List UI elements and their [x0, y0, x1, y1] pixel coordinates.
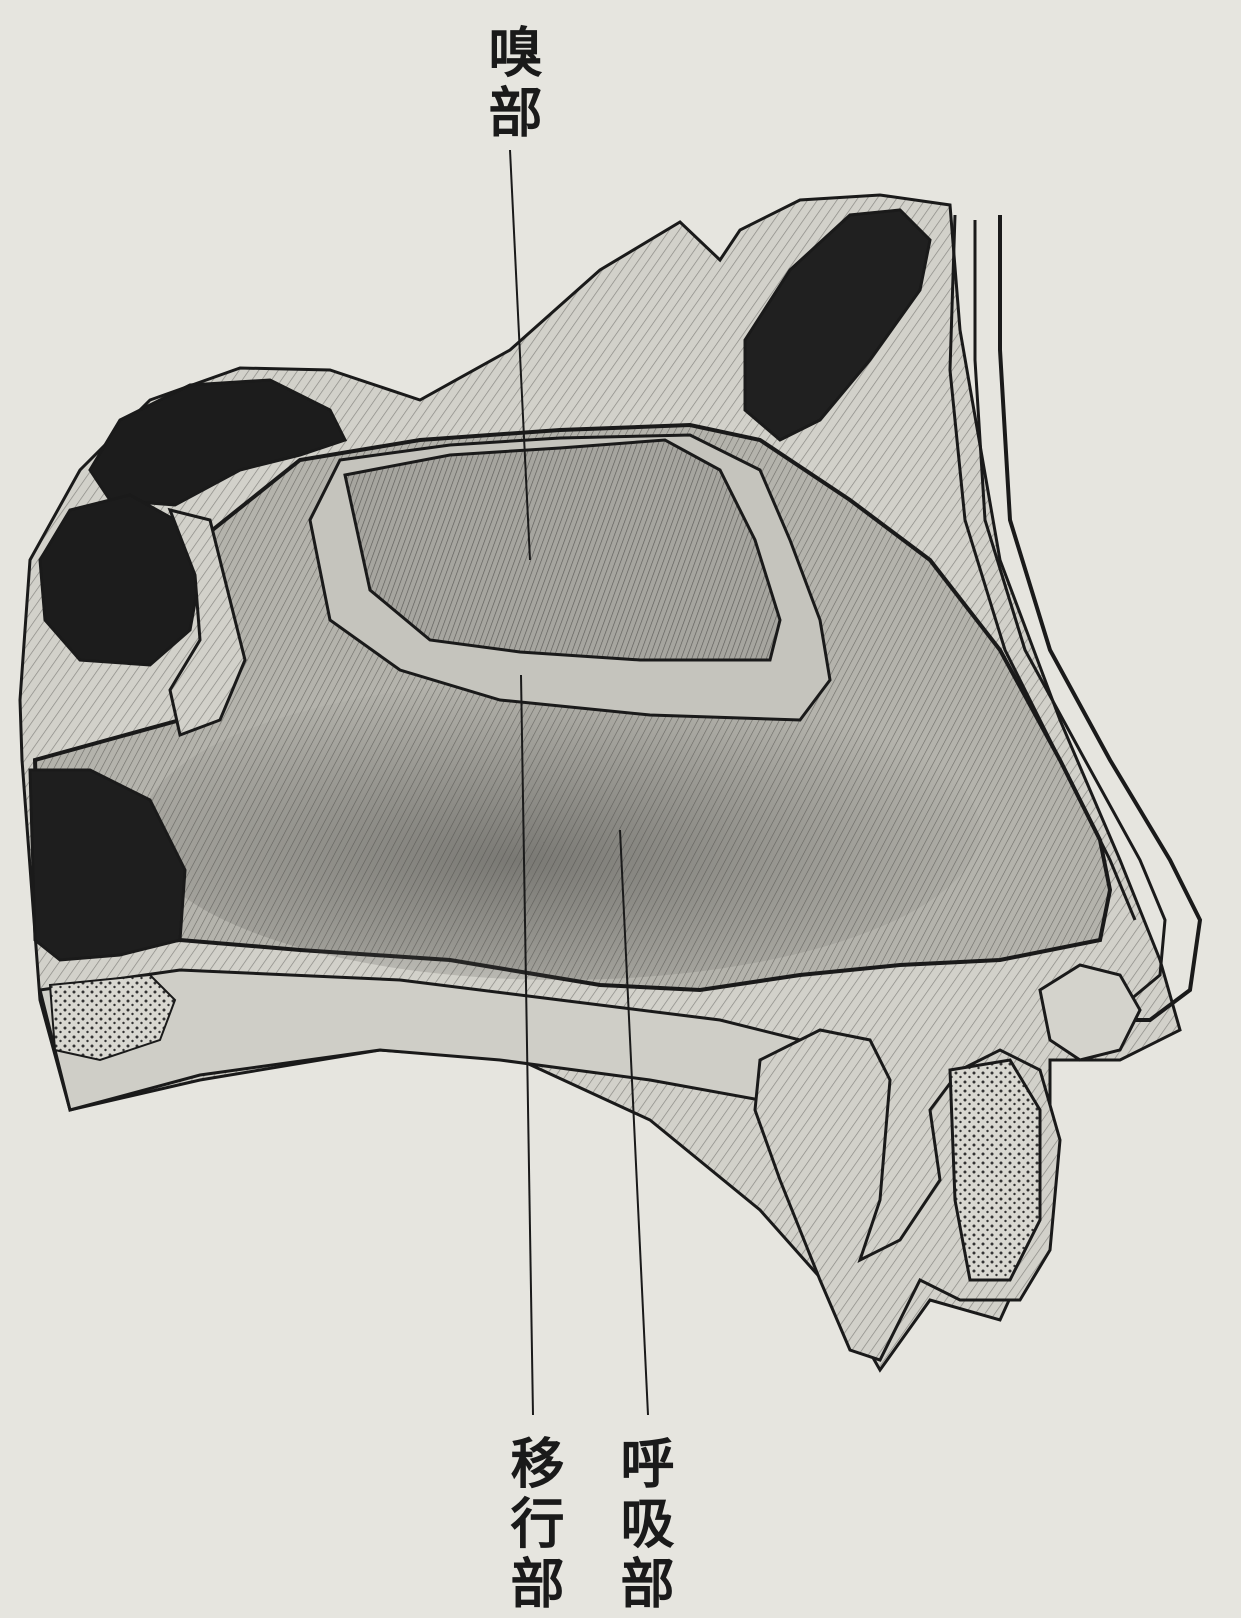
transitional-region-label: 移行部	[506, 1435, 560, 1615]
respiratory-shading	[140, 680, 980, 980]
olfactory-region-label: 嗅部	[484, 24, 538, 144]
respiratory-region-label: 呼吸部	[616, 1435, 670, 1615]
maxilla-bone-spongy	[950, 1060, 1040, 1280]
